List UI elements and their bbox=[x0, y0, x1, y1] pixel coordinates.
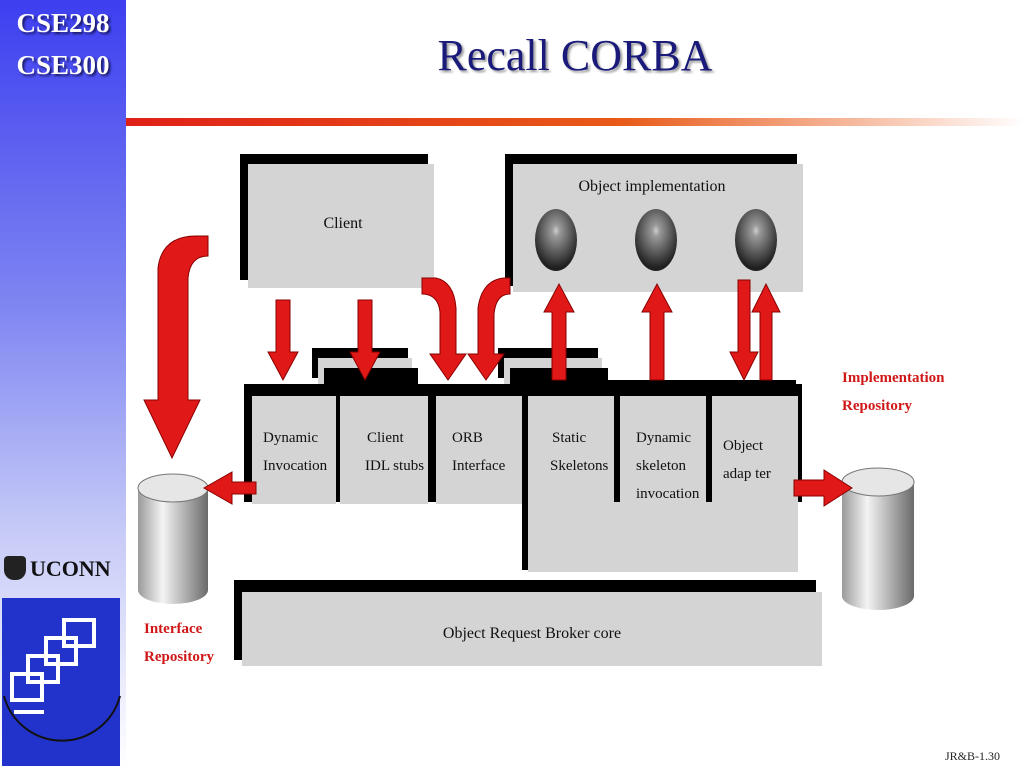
client-idl-stubs-box bbox=[340, 396, 428, 504]
object-instance-icon bbox=[735, 209, 777, 271]
arrow-client-to-idl-stubs bbox=[349, 299, 381, 382]
object-implementation-box: Object implementation bbox=[505, 154, 803, 292]
arrow-static-skeletons-to-object bbox=[543, 282, 575, 381]
dynamic-invocation-label-2: Invocation bbox=[263, 458, 328, 474]
slide-title: Recall CORBA bbox=[437, 31, 713, 80]
object-instance-icon bbox=[535, 209, 577, 271]
implementation-repository-label-2: Repository bbox=[842, 398, 912, 414]
client-idl-stubs-label-2: IDL stubs bbox=[365, 458, 424, 474]
arrow-dynamic-skeleton-to-object bbox=[641, 282, 673, 381]
object-adapter-box bbox=[712, 396, 798, 572]
interface-repository-label-2: Repository bbox=[144, 649, 214, 665]
arrow-object-to-adapter bbox=[729, 279, 759, 382]
arrow-object-impl-to-orb-interface bbox=[467, 277, 511, 381]
flow-arrows bbox=[143, 235, 853, 507]
object-adapter-label-1: Object bbox=[723, 438, 764, 454]
uconn-logo: UCONN bbox=[4, 556, 111, 582]
interface-repository-cylinder: Interface Repository bbox=[137, 473, 214, 665]
orb-interface-box bbox=[436, 396, 522, 504]
dynamic-skeleton-label-2: skeleton bbox=[636, 458, 686, 474]
course-code-cse298: CSE298 bbox=[16, 8, 110, 38]
arrow-dynamic-invocation-to-repository bbox=[202, 471, 257, 505]
interface-repository-label-1: Interface bbox=[144, 621, 203, 637]
static-skeletons-label-2: Skeletons bbox=[550, 458, 608, 474]
dynamic-invocation-label-1: Dynamic bbox=[263, 430, 318, 446]
arrow-adapter-to-implementation-repository bbox=[793, 469, 853, 507]
object-instance-icon bbox=[635, 209, 677, 271]
dynamic-skeleton-label-3: invocation bbox=[636, 486, 700, 502]
arrow-client-to-dynamic-invocation bbox=[267, 299, 299, 382]
course-code-cse300: CSE300 bbox=[16, 50, 110, 80]
object-adapter-label-2: adap ter bbox=[723, 466, 771, 482]
orb-core-label: Object Request Broker core bbox=[443, 625, 621, 642]
dynamic-invocation-box bbox=[252, 396, 336, 504]
arrow-client-to-orb-interface bbox=[421, 277, 467, 381]
arrow-adapter-to-object bbox=[751, 282, 781, 381]
client-box: Client bbox=[240, 154, 434, 288]
orb-interface-label-1: ORB bbox=[452, 430, 483, 446]
department-logo bbox=[2, 598, 121, 766]
arrow-to-interface-repository bbox=[143, 235, 209, 460]
client-idl-stubs-label-1: Client bbox=[367, 430, 404, 446]
dynamic-skeleton-invocation-box bbox=[620, 396, 706, 508]
object-implementation-label: Object implementation bbox=[578, 178, 725, 195]
slide-footer: JR&B-1.30 bbox=[944, 749, 1000, 763]
dynamic-skeleton-label-1: Dynamic bbox=[636, 430, 691, 446]
static-skeletons-label-1: Static bbox=[552, 430, 587, 446]
sidebar: CSE298 CSE300 UCONN bbox=[0, 0, 126, 768]
orb-interface-label-2: Interface bbox=[452, 458, 506, 474]
university-seal-icon bbox=[4, 556, 26, 580]
interface-row: Dynamic Invocation Client IDL stubs ORB … bbox=[244, 384, 802, 572]
client-label: Client bbox=[323, 215, 363, 232]
title-underline bbox=[126, 118, 1024, 126]
static-skeletons-box bbox=[528, 396, 614, 504]
implementation-repository-label-1: Implementation bbox=[842, 370, 945, 386]
university-name: UCONN bbox=[30, 556, 111, 581]
orb-core-box: Object Request Broker core bbox=[234, 580, 822, 666]
implementation-repository-cylinder: Implementation Repository bbox=[841, 370, 945, 610]
